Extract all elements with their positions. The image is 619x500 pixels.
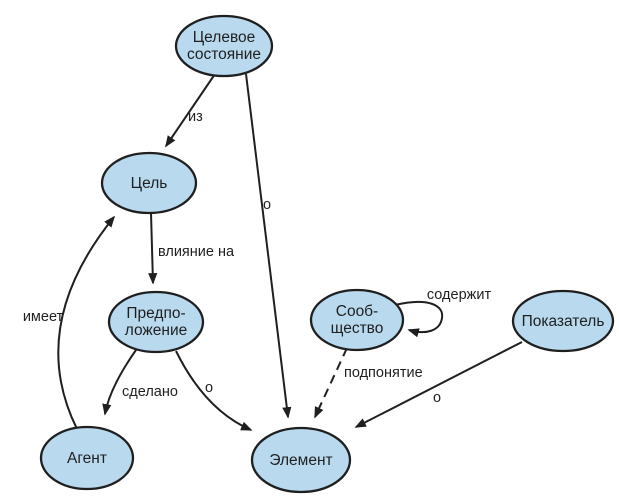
edge-assumption-to-agent <box>102 349 137 416</box>
edge-label-sdelano: сделано <box>122 384 178 400</box>
edge-agent-to-goal <box>57 215 116 430</box>
edge-label-imeet: имеет <box>23 309 64 325</box>
node-assumption: Предпо-ложение <box>107 290 205 354</box>
edge-label-vliyanie-na: влияние на <box>158 244 235 260</box>
node-assumption-label: Предпо-ложение <box>125 305 188 339</box>
node-agent-label: Агент <box>67 450 107 467</box>
edge-label-o-indicator: о <box>433 390 441 406</box>
node-element: Элемент <box>250 426 352 494</box>
node-element-ellipse <box>250 426 352 494</box>
edge-label-o-target: о <box>263 197 271 213</box>
node-agent-ellipse <box>39 425 135 491</box>
node-assumption-ellipse <box>107 290 205 354</box>
node-indicator-label: Показатель <box>522 313 605 330</box>
node-community-ellipse <box>309 288 405 352</box>
edge-label-soderzhit: содержит <box>427 287 492 303</box>
edge-label-o-assumption: о <box>205 380 213 396</box>
node-indicator: Показатель <box>511 289 615 353</box>
edge-community-self-loop <box>394 301 444 338</box>
node-agent: Агент <box>39 425 135 491</box>
edge-assumption-to-element <box>175 350 253 431</box>
edge-label-podponyatie: подпонятие <box>344 365 423 381</box>
node-goal: Цель <box>100 151 198 215</box>
edge-indicator-to-element <box>354 341 523 428</box>
edge-label-iz: из <box>188 109 203 125</box>
node-indicator-ellipse <box>511 289 615 353</box>
edge-community-to-element <box>314 347 348 419</box>
node-goal-label: Цель <box>131 175 168 192</box>
node-community-label: Сооб-щество <box>331 303 384 337</box>
node-community: Сооб-щество <box>309 288 405 352</box>
edge-target-to-element <box>245 73 292 419</box>
node-goal-ellipse <box>100 151 198 215</box>
node-element-label: Элемент <box>269 452 332 469</box>
edge-goal-to-assumption <box>148 212 158 285</box>
edge-target-to-goal <box>165 73 216 148</box>
node-target-state-ellipse <box>174 14 274 78</box>
